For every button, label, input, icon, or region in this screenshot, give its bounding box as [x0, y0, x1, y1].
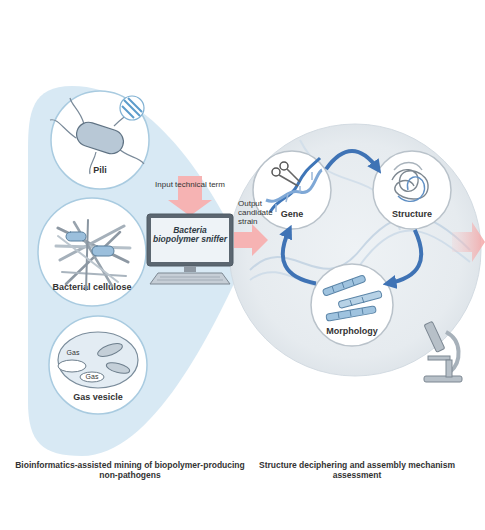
art-path — [58, 228, 128, 262]
node-text: Bacteria biopolymer sniffer — [153, 226, 227, 245]
caption-right: Structure deciphering and assembly mecha… — [250, 461, 464, 481]
monitor-screen — [151, 218, 229, 262]
art-path — [66, 232, 120, 284]
art-path — [114, 112, 130, 126]
output-label: Output candidate strain — [238, 199, 286, 227]
filament-morphology — [322, 275, 382, 322]
art-path — [118, 148, 144, 164]
gene-circle: Gene — [252, 150, 332, 230]
art-rect — [424, 376, 462, 382]
cycle-arrow — [326, 151, 378, 169]
gas-label: Gas — [81, 373, 103, 381]
blue-panel — [28, 86, 246, 456]
art-path — [50, 120, 76, 138]
pili-bacterium — [50, 96, 144, 174]
art-path — [56, 246, 130, 248]
art-path — [60, 226, 124, 260]
art-ellipse — [58, 332, 138, 388]
node-text: Bacterial cellulose — [37, 283, 147, 293]
art-rect — [338, 290, 382, 308]
art-path — [157, 277, 223, 280]
art-path — [74, 222, 112, 286]
art-path — [270, 158, 320, 212]
node-text: Gas vesicle — [48, 393, 148, 403]
art-path — [86, 220, 88, 290]
art-rect — [73, 119, 126, 157]
art-path — [279, 169, 300, 186]
structure-circle: Structure — [372, 150, 452, 230]
art-polygon — [150, 273, 230, 284]
node-text: Morphology — [310, 327, 394, 337]
input-label: Input technical term — [152, 180, 228, 189]
circle-outline — [373, 151, 451, 229]
node-text: Pili — [50, 166, 150, 176]
art-rect — [92, 246, 114, 256]
art-path — [70, 98, 84, 124]
monitor-frame — [147, 214, 233, 266]
morphology-circle: Morphology — [310, 263, 394, 347]
art-path — [58, 236, 118, 282]
art-path — [394, 163, 422, 171]
microscope — [424, 321, 462, 382]
caption-left: Bioinformatics-assisted mining of biopol… — [14, 461, 246, 481]
cellulose-circle: Bacterial cellulose — [37, 197, 147, 307]
cycle-arrow — [388, 230, 421, 284]
circle-outline — [49, 316, 147, 414]
art-circle — [280, 162, 288, 170]
assessment-circle — [229, 124, 481, 376]
art-path — [332, 279, 364, 318]
art-rect — [66, 232, 86, 241]
art-ellipse — [58, 360, 86, 372]
art-path — [122, 98, 142, 118]
art-rect — [184, 266, 196, 272]
gas-vesicle-circle: Gas vesicle — [48, 315, 148, 415]
circle-outline — [51, 91, 149, 189]
node-text: Structure — [372, 210, 452, 220]
art-ellipse — [105, 361, 131, 376]
art-circle — [272, 168, 280, 176]
output-arrow — [234, 224, 268, 256]
art-ellipse — [96, 341, 124, 359]
protein-structure — [392, 163, 428, 202]
computer-monitor: Bacteria biopolymer sniffer — [147, 214, 233, 266]
art-path — [446, 332, 459, 372]
art-path — [392, 170, 428, 199]
pili-circle: Pili — [50, 90, 150, 190]
art-rect — [446, 360, 452, 377]
art-ellipse — [80, 372, 104, 382]
cycle-arrow — [283, 230, 316, 284]
cellulose-mesh — [56, 220, 130, 290]
art-path — [398, 177, 425, 201]
circle-outline — [38, 198, 146, 306]
computer-base — [150, 266, 230, 284]
art-path — [62, 272, 126, 276]
circle-outline — [311, 264, 393, 346]
art-path — [90, 152, 96, 174]
faded-arrow — [452, 222, 485, 262]
art-circle — [120, 96, 144, 120]
circle-outline — [253, 151, 331, 229]
art-rect — [428, 356, 450, 360]
art-path — [266, 170, 322, 201]
art-rect — [326, 306, 376, 322]
art-rect — [322, 275, 366, 297]
gas-vesicle-cell — [58, 332, 138, 388]
dna-scissors — [266, 158, 322, 212]
art-rect — [424, 321, 445, 352]
art-path — [276, 172, 312, 212]
gas-label: Gas — [62, 349, 84, 357]
